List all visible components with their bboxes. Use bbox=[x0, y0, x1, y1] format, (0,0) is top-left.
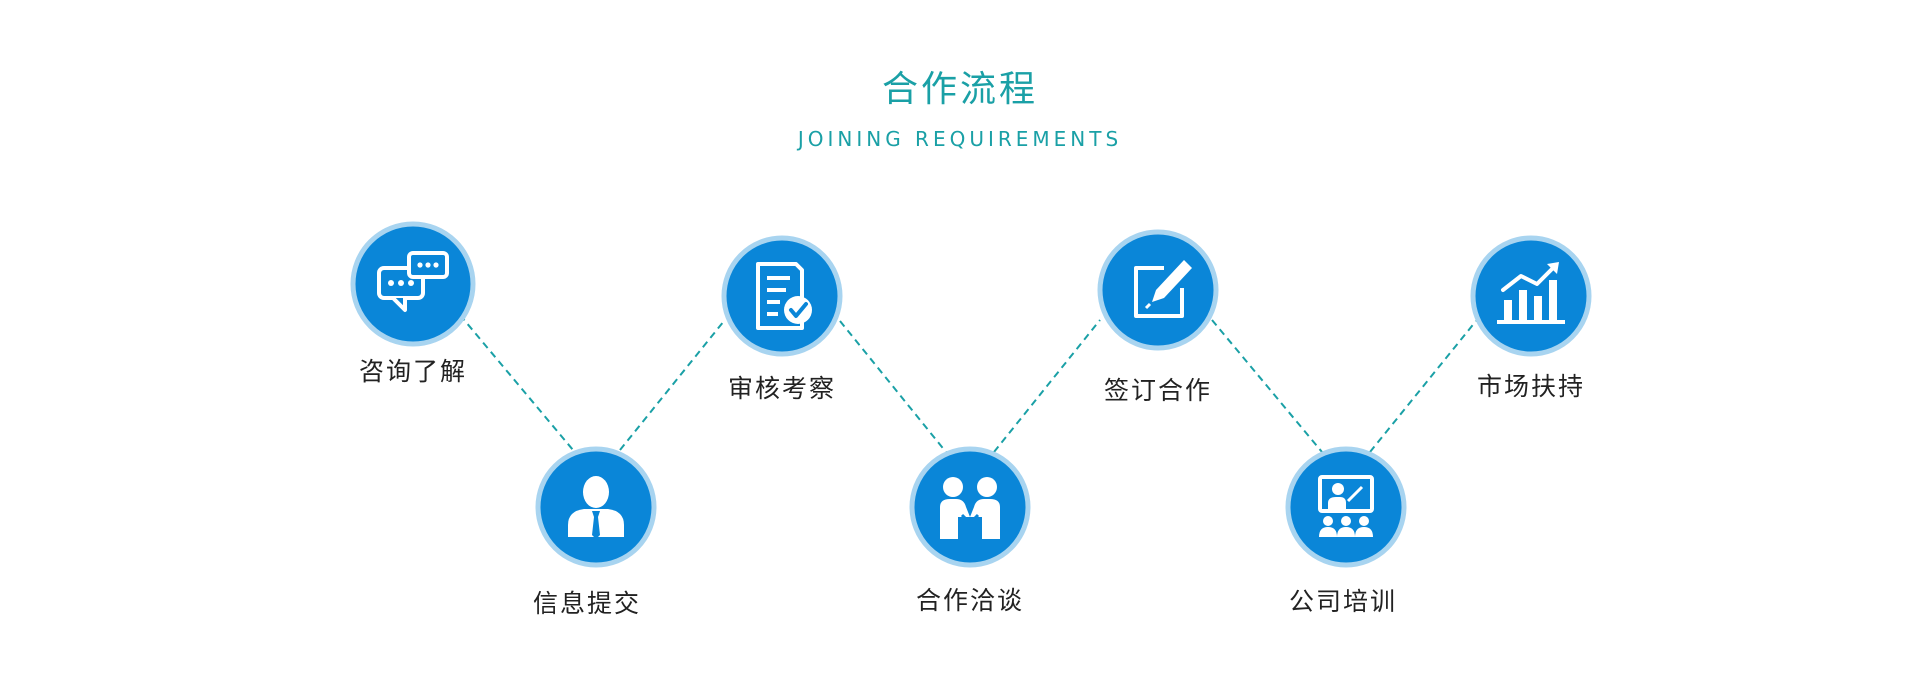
connectors bbox=[459, 314, 1477, 453]
step-2: 信息提交 bbox=[533, 446, 657, 618]
step-label: 市场扶持 bbox=[1477, 372, 1585, 401]
edit-pen-icon bbox=[1134, 260, 1192, 318]
step-7: 市场扶持 bbox=[1470, 235, 1592, 401]
connector-6 bbox=[1369, 320, 1477, 453]
step-3: 审核考察 bbox=[721, 235, 843, 403]
connector-4 bbox=[993, 319, 1101, 453]
page-subtitle: JOINING REQUIREMENTS bbox=[797, 127, 1123, 151]
step-5: 签订合作 bbox=[1097, 229, 1219, 405]
step-1: 咨询了解 bbox=[350, 221, 476, 386]
step-label: 公司培训 bbox=[1289, 587, 1397, 616]
step-label: 信息提交 bbox=[533, 589, 641, 618]
document-check-icon bbox=[756, 262, 812, 330]
step-6: 公司培训 bbox=[1285, 446, 1407, 616]
step-7-circle bbox=[1470, 235, 1592, 357]
connector-2 bbox=[619, 320, 725, 451]
growth-chart-icon bbox=[1497, 262, 1565, 324]
step-4: 合作洽谈 bbox=[909, 446, 1031, 615]
step-3-circle bbox=[721, 235, 843, 357]
training-board-icon bbox=[1318, 475, 1374, 537]
connector-3 bbox=[839, 320, 947, 453]
step-label: 咨询了解 bbox=[359, 357, 467, 386]
step-4-circle bbox=[909, 446, 1031, 568]
handshake-icon bbox=[940, 477, 1000, 539]
chat-bubbles-icon bbox=[377, 251, 449, 312]
connector-5 bbox=[1211, 319, 1323, 453]
step-label: 签订合作 bbox=[1104, 376, 1212, 405]
step-label: 审核考察 bbox=[728, 374, 836, 403]
connector-1 bbox=[459, 314, 574, 451]
step-label: 合作洽谈 bbox=[916, 586, 1024, 615]
page-title: 合作流程 bbox=[881, 69, 1038, 110]
person-icon bbox=[568, 476, 624, 539]
